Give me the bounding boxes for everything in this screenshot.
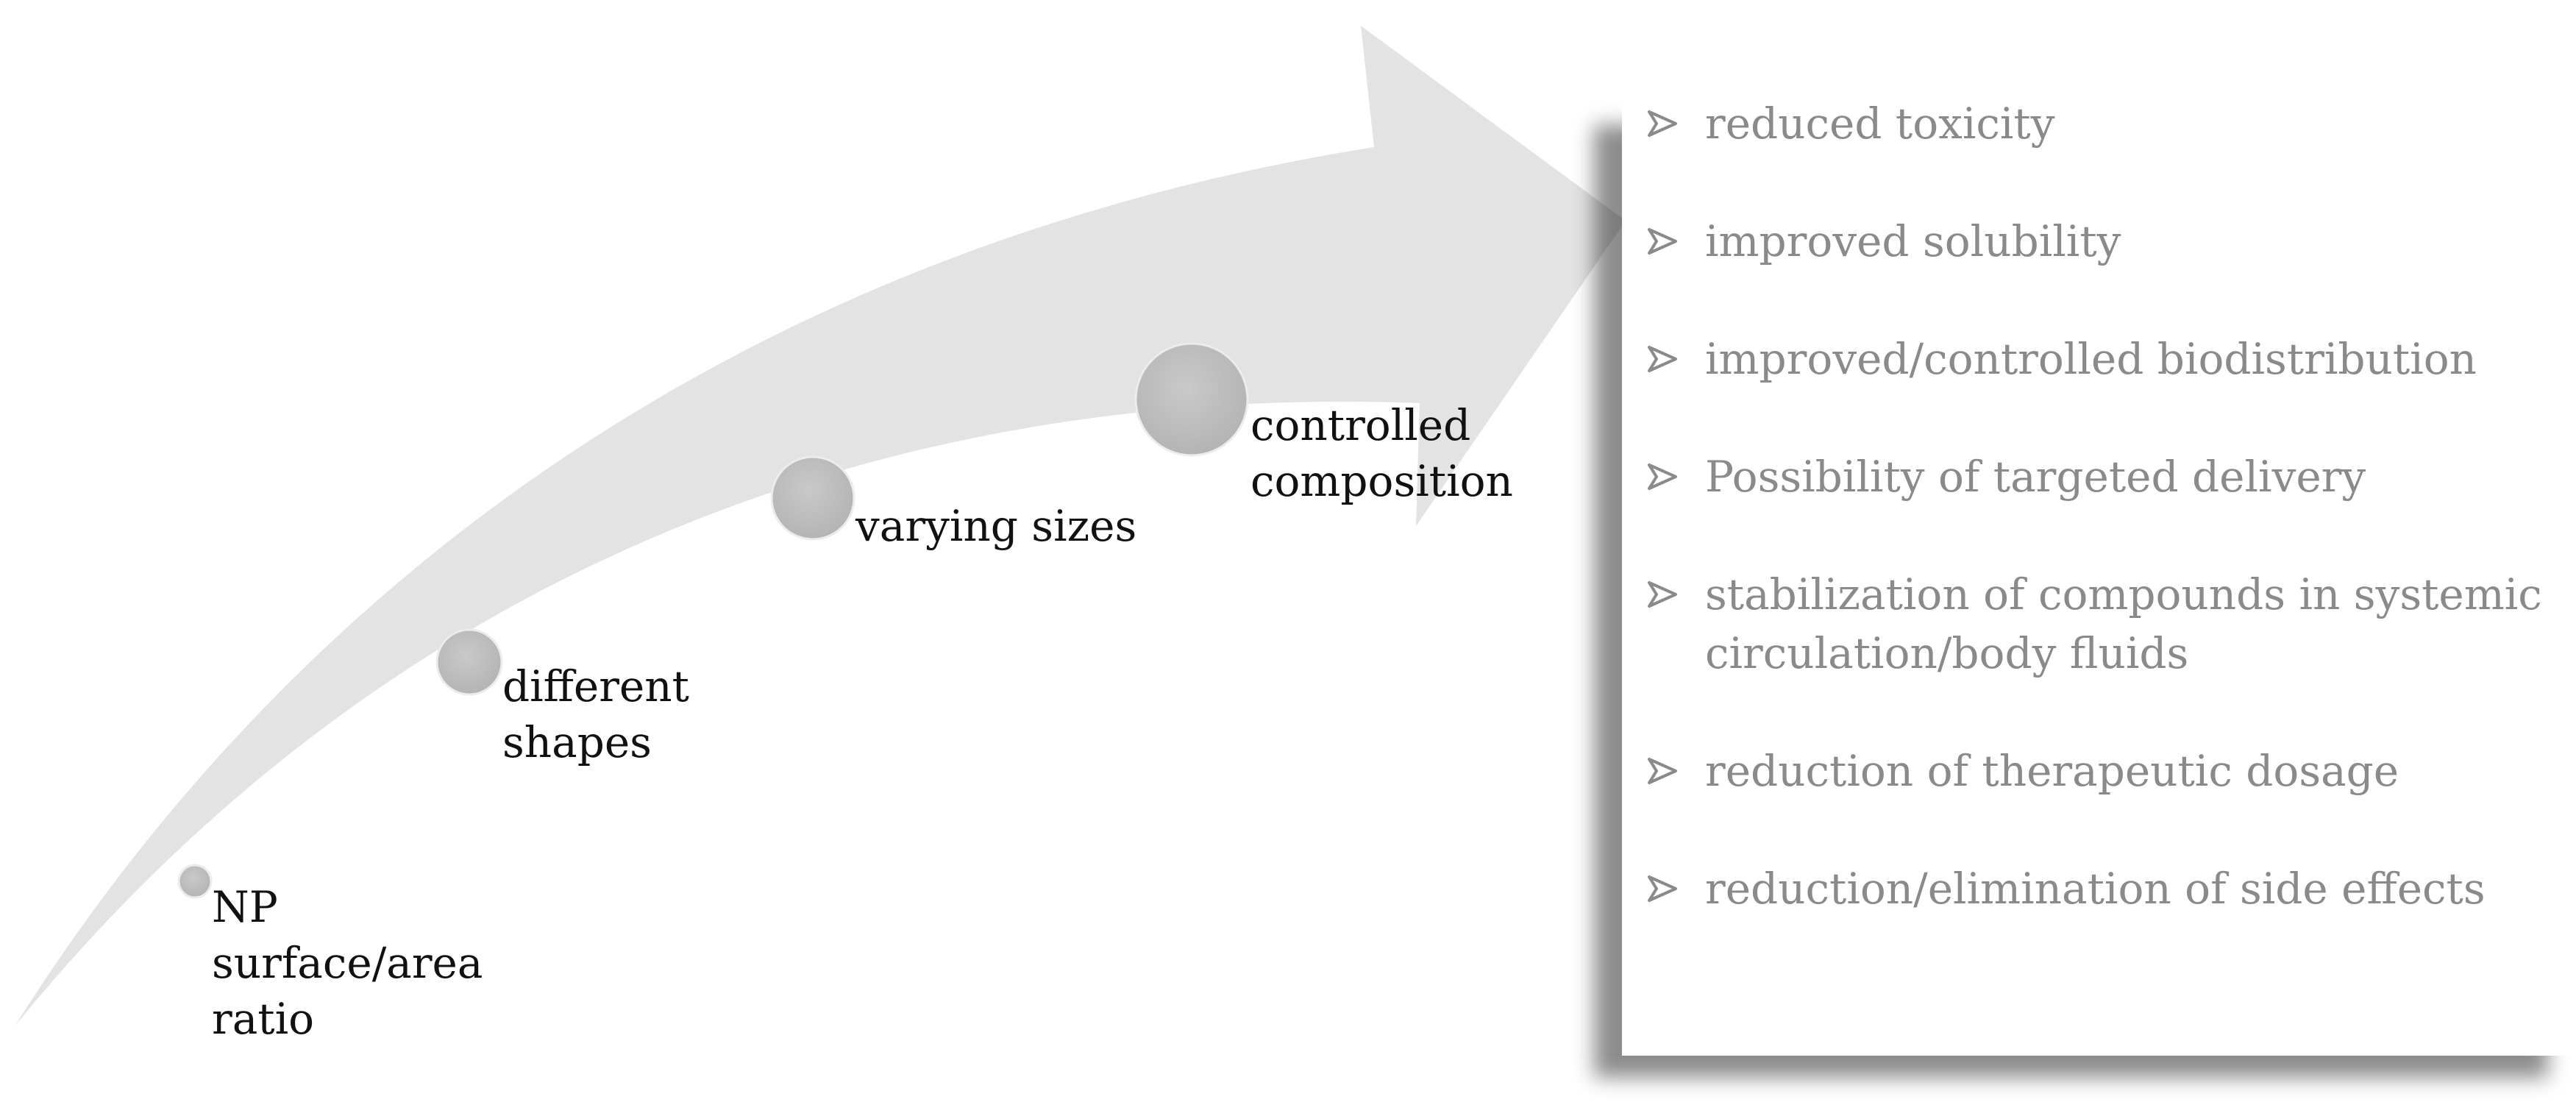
benefit-line: reduced toxicity [1705,99,2055,149]
arrowhead-bullet-icon [1648,758,1677,784]
benefit-item: reduction/elimination of side effects [1646,859,2573,918]
step-label-np-ratio: NP surface/area ratio [212,879,483,1047]
benefit-item: Possibility of targeted delivery [1646,447,2573,506]
benefit-item: reduction of therapeutic dosage [1646,742,2573,800]
benefit-item: reduced toxicity [1646,94,2573,153]
step-node-sizes [770,455,855,541]
benefit-item: stabilization of compounds in systemic c… [1646,565,2573,683]
benefit-line: circulation/body fluids [1705,628,2189,678]
benefit-line: reduction of therapeutic dosage [1705,746,2399,796]
step-label-composition: controlled composition [1250,397,1513,509]
arrowhead-bullet-icon [1648,110,1677,137]
step-label-line: ratio [212,994,315,1044]
step-label-line: surface/area [212,938,483,988]
step-node-composition [1134,342,1249,457]
step-label-line: varying sizes [855,501,1137,551]
step-label-sizes: varying sizes [855,498,1136,554]
benefits-panel [1622,103,2576,1056]
step-label-shapes: different shapes [502,658,689,770]
benefit-line: stabilization of compounds in systemic [1705,569,2542,619]
step-label-line: shapes [502,717,652,767]
benefit-line: improved/controlled biodistribution [1705,334,2477,384]
arrowhead-bullet-icon [1648,581,1677,608]
step-node-shapes [435,628,503,696]
benefit-line: improved solubility [1705,216,2121,266]
step-node-np-ratio [177,864,213,899]
step-label-line: different [502,661,689,711]
arrowhead-bullet-icon [1648,463,1677,490]
step-label-line: composition [1250,456,1513,506]
benefit-item: improved solubility [1646,212,2573,271]
step-label-line: NP [212,882,278,932]
benefit-line: reduction/elimination of side effects [1705,864,2486,914]
growth-arrow [15,26,1626,1026]
arrowhead-bullet-icon [1648,875,1677,902]
benefit-line: Possibility of targeted delivery [1705,452,2366,502]
benefit-item: improved/controlled biodistribution [1646,330,2573,388]
step-label-line: controlled [1250,400,1471,450]
arrowhead-bullet-icon [1648,346,1677,372]
arrowhead-bullet-icon [1648,228,1677,255]
